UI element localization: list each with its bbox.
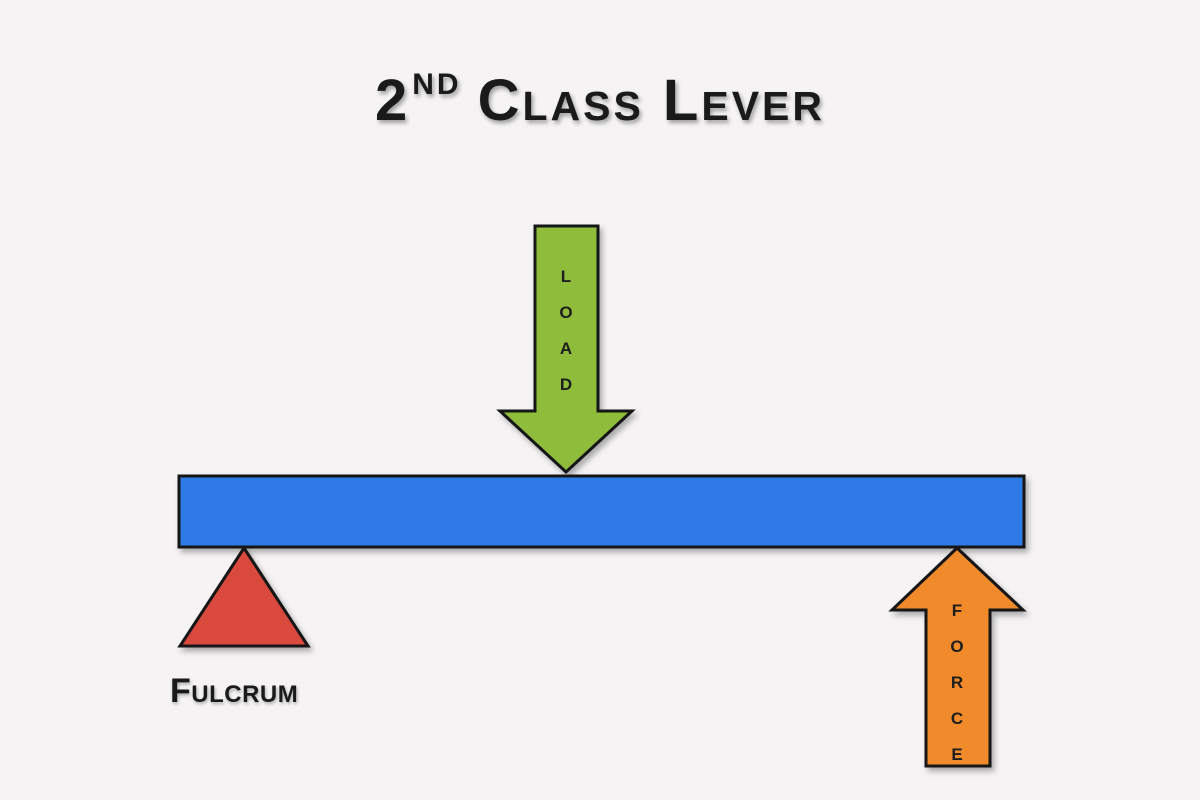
- force-letter: O: [950, 637, 963, 656]
- force-letter: C: [951, 709, 963, 728]
- title-text: Class Lever: [477, 68, 826, 133]
- fulcrum-triangle: [177, 545, 311, 648]
- load-letter: A: [560, 339, 572, 358]
- fulcrum-label: Fulcrum: [170, 672, 299, 710]
- load-letter: L: [561, 267, 571, 286]
- force-arrow: [888, 545, 1027, 768]
- title-superscript: ND: [412, 68, 462, 101]
- load-letter: D: [560, 375, 572, 394]
- lever-beam: [177, 474, 1026, 549]
- title-number: 2: [374, 68, 411, 133]
- force-letter: F: [952, 601, 962, 620]
- load-letter: O: [559, 303, 572, 322]
- force-letter: R: [951, 673, 963, 692]
- force-letter: E: [951, 745, 962, 764]
- diagram-title: 2ND Class Lever: [0, 70, 1200, 130]
- load-arrow: [496, 224, 636, 475]
